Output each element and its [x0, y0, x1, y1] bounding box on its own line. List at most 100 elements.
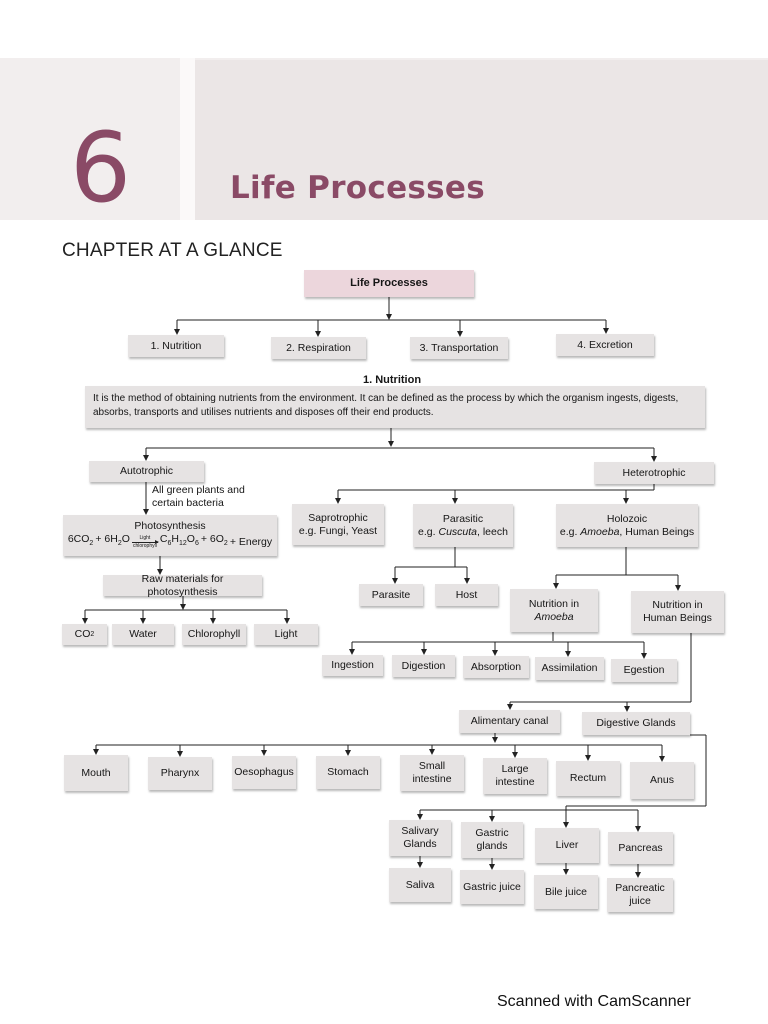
parasitic-example-rest: , leech — [477, 525, 508, 538]
gland-pancreas: Pancreas — [608, 832, 673, 864]
large-intestine-line-2: intestine — [495, 776, 535, 788]
gland-gastric: Gastric glands — [461, 822, 523, 858]
human-line-2: Human Beings — [643, 612, 712, 624]
eq-h2o-o: O — [121, 533, 130, 546]
amoeba-line-1: Nutrition in — [528, 597, 580, 610]
autotrophic-note-line-2: certain bacteria — [152, 497, 224, 509]
eq-o-subscript: 6 — [194, 540, 199, 548]
step-egestion: Egestion — [611, 659, 677, 682]
type-excretion: 4. Excretion — [556, 334, 654, 356]
part-mouth: Mouth — [64, 755, 128, 791]
raw-materials-node: Raw materials for photosynthesis — [103, 573, 262, 598]
large-intestine-line-1: Large — [501, 763, 529, 775]
eq-co2: 6CO — [67, 533, 90, 546]
saprotrophic-example: e.g. Fungi, Yeast — [298, 524, 378, 537]
digestive-glands-node: Digestive Glands — [582, 712, 690, 735]
scanner-watermark: Scanned with CamScanner — [497, 993, 691, 1010]
header-divider — [180, 58, 195, 220]
nutrition-in-human-beings-node: Nutrition in Human Beings — [631, 591, 724, 633]
arrow-label-chlorophyll: chlorophyll — [132, 542, 157, 549]
parasitic-example-italic: Cuscuta — [438, 525, 478, 538]
eq-h-subscript: 12 — [178, 540, 187, 548]
part-stomach: Stomach — [316, 756, 380, 789]
material-water: Water — [112, 624, 174, 645]
small-intestine-line-2: intestine — [412, 773, 452, 785]
eq-plus-h2o: + 6H — [95, 533, 118, 546]
salivary-line-1: Salivary — [401, 825, 439, 837]
pancreatic-line-1: Pancreatic — [615, 882, 665, 894]
material-co2-subscript: 2 — [90, 631, 95, 638]
eq-o2-subscript: 2 — [223, 540, 228, 548]
eq-co2-subscript: 2 — [89, 540, 94, 548]
type-nutrition: 1. Nutrition — [128, 335, 224, 357]
holozoic-node: Holozoic e.g. Amoeba, Human Beings — [556, 504, 698, 547]
holozoic-example-rest: , Human Beings — [619, 525, 695, 538]
reaction-arrow: Light chlorophyll — [131, 534, 159, 549]
part-anus: Anus — [630, 762, 694, 799]
parasitic-label: Parasitic — [442, 512, 484, 525]
photosynthesis-node: Photosynthesis 6CO2 + 6H2O Light chlorop… — [63, 515, 277, 556]
autotrophic-note: All green plants and certain bacteria — [152, 484, 245, 510]
parasite-node: Parasite — [359, 584, 423, 606]
eq-c-subscript: 6 — [167, 540, 172, 548]
holozoic-label: Holozoic — [606, 512, 648, 525]
small-intestine-line-1: Small — [418, 760, 446, 772]
step-assimilation: Assimilation — [535, 657, 604, 680]
saprotrophic-label: Saprotrophic — [308, 511, 368, 524]
photosynthesis-title: Photosynthesis — [134, 520, 206, 533]
nutrition-in-amoeba-node: Nutrition in Amoeba — [510, 589, 598, 632]
arrow-shaft — [131, 539, 159, 544]
material-chlorophyll: Chlorophyll — [182, 624, 246, 645]
nutrition-heading: 1. Nutrition — [363, 374, 422, 386]
part-small-intestine: Small intestine — [400, 755, 464, 791]
part-pharynx: Pharynx — [148, 757, 212, 790]
type-transportation: 3. Transportation — [410, 337, 508, 359]
part-rectum: Rectum — [556, 761, 620, 796]
material-light: Light — [254, 624, 318, 645]
amoeba-line-2: Amoeba — [534, 610, 574, 623]
heterotrophic-node: Heterotrophic — [594, 462, 714, 484]
eq-glucose-h: H — [171, 533, 179, 546]
saprotrophic-node: Saprotrophic e.g. Fungi, Yeast — [292, 504, 384, 545]
chapter-title-band — [195, 60, 768, 220]
salivary-line-2: Glands — [403, 838, 437, 850]
eq-h2o-subscript: 2 — [117, 540, 122, 548]
step-digestion: Digestion — [392, 655, 455, 677]
human-line-1: Nutrition in — [652, 599, 703, 611]
gastric-line-2: glands — [476, 840, 508, 852]
step-ingestion: Ingestion — [322, 655, 383, 676]
holozoic-example-italic: Amoeba — [580, 525, 620, 538]
chapter-title: Life Processes — [230, 170, 485, 206]
juice-bile: Bile juice — [534, 875, 598, 909]
juice-pancreatic: Pancreatic juice — [607, 878, 673, 912]
gland-liver: Liver — [535, 828, 599, 863]
chapter-number: 6 — [70, 112, 132, 224]
material-co2-label: CO — [74, 628, 91, 640]
pancreatic-line-2: juice — [629, 895, 651, 907]
part-oesophagus: Oesophagus — [232, 756, 296, 789]
nutrition-definition: It is the method of obtaining nutrients … — [85, 386, 705, 428]
juice-saliva: Saliva — [389, 868, 451, 902]
parasitic-node: Parasitic e.g. Cuscuta, leech — [413, 504, 513, 547]
parasitic-eg: e.g. — [418, 525, 436, 538]
type-respiration: 2. Respiration — [271, 337, 366, 359]
parasitic-example: e.g. Cuscuta, leech — [418, 526, 508, 539]
eq-glucose-o: O — [186, 533, 195, 546]
autotrophic-note-line-1: All green plants and — [152, 484, 245, 496]
holozoic-eg: e.g. — [559, 525, 578, 538]
arrow-label-light: Light — [139, 534, 151, 541]
gastric-line-1: Gastric — [475, 827, 509, 839]
step-absorption: Absorption — [463, 656, 529, 678]
host-node: Host — [435, 584, 498, 606]
eq-plus-o2: + 6O — [200, 533, 224, 546]
part-large-intestine: Large intestine — [483, 758, 547, 794]
juice-gastric: Gastric juice — [460, 870, 524, 904]
eq-glucose-c: C — [159, 533, 168, 546]
eq-energy: + Energy — [229, 535, 273, 548]
gland-salivary: Salivary Glands — [389, 820, 451, 856]
root-node-life-processes: Life Processes — [304, 270, 474, 297]
photosynthesis-equation: 6CO2 + 6H2O Light chlorophyll C6H12O6 + … — [68, 533, 272, 550]
autotrophic-node: Autotrophic — [89, 461, 204, 482]
